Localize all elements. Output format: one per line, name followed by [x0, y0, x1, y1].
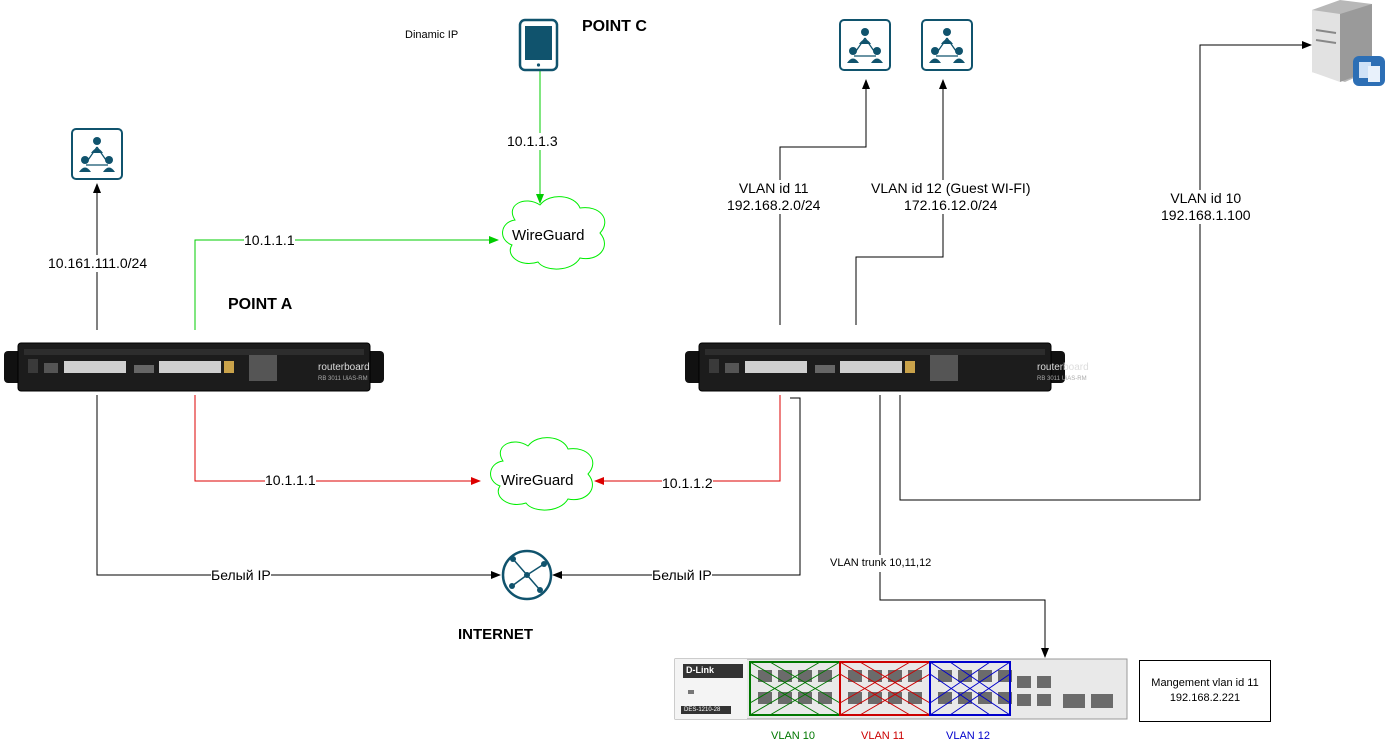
legend-vlan11: VLAN 11 — [861, 730, 905, 742]
label-vlan10-line2: 192.168.1.100 — [1161, 207, 1251, 223]
label-trunk: VLAN trunk 10,11,12 — [830, 555, 932, 572]
label-mgmt-line1: Mangement vlan id 11 — [1151, 677, 1259, 689]
users-group-icon — [921, 19, 973, 71]
internet-router-icon — [501, 549, 553, 601]
label-ip-a-bottom: 10.1.1.1 — [265, 472, 316, 489]
link-a-wg-top — [194, 236, 499, 330]
label-vlan12-line1: VLAN id 12 (Guest WI-FI) — [871, 180, 1031, 196]
router-a-model: RB 3011 UiAS-RM — [318, 376, 368, 382]
legend-vlan12: VLAN 12 — [946, 730, 991, 742]
management-info-box: Mangement vlan id 11 192.168.2.221 — [1139, 660, 1271, 722]
label-ip-b: 10.1.1.2 — [662, 475, 713, 492]
server-icon — [1312, 0, 1385, 86]
label-vlan11: VLAN id 11 192.168.2.0/24 — [727, 180, 821, 214]
label-wireguard-top: WireGuard — [512, 227, 585, 244]
cloud-icon — [502, 196, 606, 270]
label-mgmt-line2: 192.168.2.221 — [1169, 692, 1241, 704]
router-a-brand: routerboard — [318, 362, 370, 373]
label-vlan10-line1: VLAN id 10 — [1170, 190, 1242, 206]
tablet-icon — [518, 18, 559, 72]
label-point-a: POINT A — [228, 296, 293, 313]
link-a-wg-bottom — [194, 395, 481, 485]
users-group-icon — [839, 19, 891, 71]
router-b-model: RB 3011 UiAS-RM — [1037, 376, 1087, 382]
label-vlan11-line2: 192.168.2.0/24 — [727, 197, 821, 213]
label-vlan12-line2: 172.16.12.0/24 — [904, 197, 998, 213]
switch-model: DES-1210-28 — [684, 707, 721, 713]
switch-device — [674, 658, 1128, 720]
label-ip-a-top: 10.1.1.1 — [244, 232, 295, 249]
label-vlan11-line1: VLAN id 11 — [738, 180, 809, 196]
link-b-vlan11 — [779, 79, 870, 325]
legend-vlan10: VLAN 10 — [771, 730, 816, 742]
label-vlan10: VLAN id 10 192.168.1.100 — [1161, 190, 1251, 224]
link-b-server — [899, 41, 1312, 501]
link-b-switch — [879, 395, 1049, 658]
label-white-ip-b: Белый IP — [652, 567, 712, 584]
label-wireguard-bottom: WireGuard — [501, 472, 574, 489]
router-b-brand: routerboard — [1037, 362, 1089, 373]
router-point-b — [684, 342, 1066, 392]
label-point-c: POINT C — [582, 18, 647, 35]
users-group-icon — [71, 128, 123, 180]
label-internet: INTERNET — [458, 626, 533, 643]
label-lan-a: 10.161.111.0/24 — [48, 255, 148, 272]
label-dinamic-ip: Dinamic IP — [405, 29, 459, 41]
link-b-wg-bottom — [594, 395, 781, 485]
label-white-ip-a: Белый IP — [211, 567, 271, 584]
link-a-internet — [96, 395, 501, 579]
link-b-vlan12 — [855, 79, 947, 325]
label-ip-point-c: 10.1.1.3 — [507, 133, 558, 150]
cloud-icon — [490, 437, 594, 511]
label-vlan12: VLAN id 12 (Guest WI-FI) 172.16.12.0/24 — [871, 180, 1031, 214]
switch-brand: D-Link — [686, 665, 714, 675]
